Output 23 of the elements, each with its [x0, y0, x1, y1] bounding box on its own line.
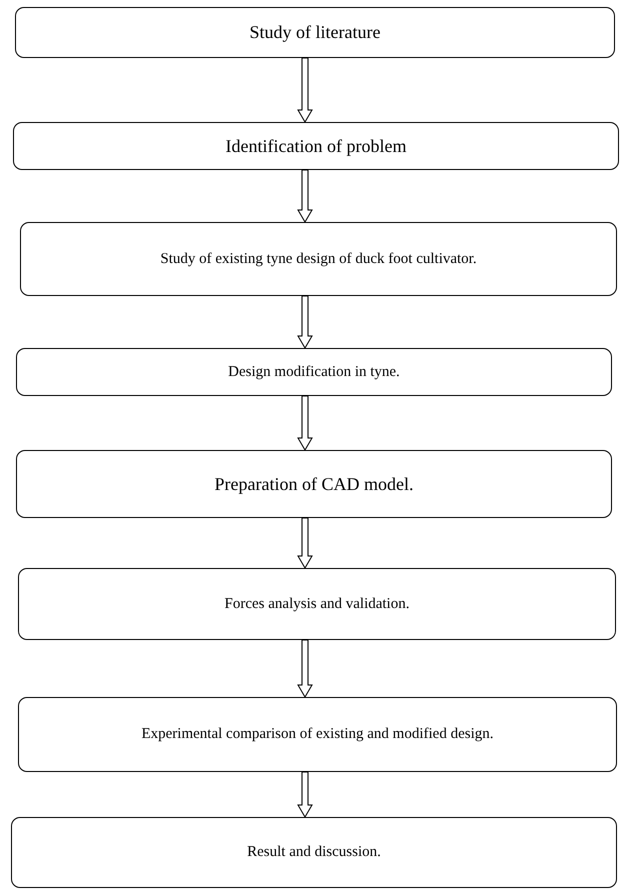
- step-text: Forces analysis and validation.: [224, 596, 410, 612]
- process-box: [18, 568, 616, 640]
- step-text: Study of existing tyne design of duck foot cultivator.: [160, 250, 477, 268]
- process-box: [20, 222, 617, 296]
- block-arrow: [297, 640, 313, 698]
- block-arrow: [297, 518, 313, 569]
- block-arrow: [297, 58, 313, 123]
- process-box: [16, 348, 612, 396]
- block-arrow: [297, 396, 313, 451]
- step-text: Preparation of CAD model.: [214, 474, 414, 494]
- step-text: Result and discussion.: [247, 844, 381, 861]
- process-box: [16, 450, 612, 518]
- block-arrow: [297, 772, 313, 818]
- process-box: [11, 817, 617, 888]
- step-text: Design modification in tyne.: [228, 364, 400, 380]
- block-arrow: [297, 296, 313, 349]
- step-text: Experimental comparison of existing and modified design.: [141, 726, 494, 743]
- step-text: Study of literature: [250, 22, 380, 43]
- process-box: [15, 7, 615, 58]
- step-text: Identification of problem: [226, 136, 406, 156]
- process-box: [18, 697, 617, 772]
- block-arrow: [297, 170, 313, 223]
- process-box: [13, 122, 619, 170]
